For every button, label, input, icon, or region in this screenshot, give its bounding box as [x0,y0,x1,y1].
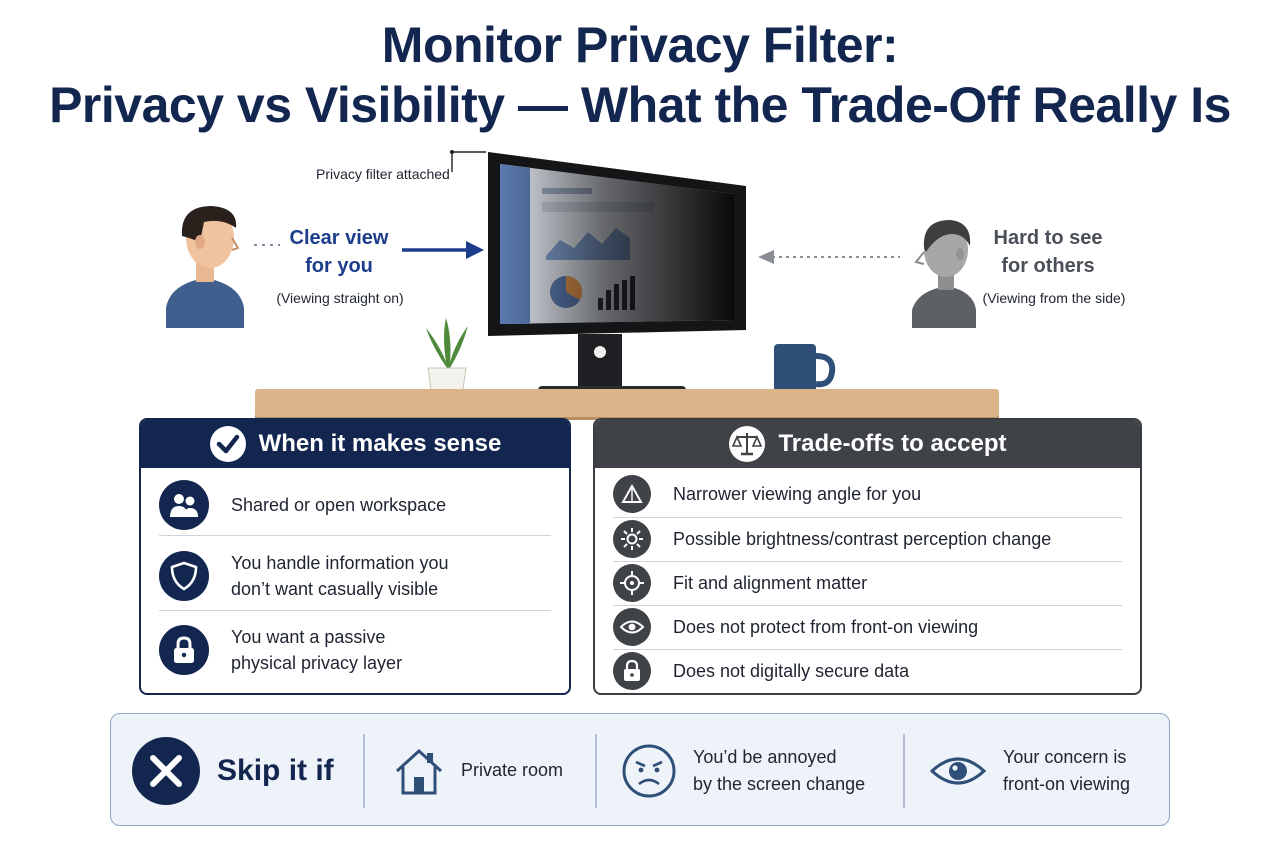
person-side-icon [912,220,976,328]
trade-off-text: Does not protect from front-on viewing [673,617,979,637]
makes-sense-text: You handle information you don’t want ca… [231,553,449,599]
desk [255,389,999,417]
trade-offs-heading: Trade-offs to accept [778,430,1007,457]
row-divider [613,605,1122,606]
skip-item: Private room [393,714,563,827]
people-icon [159,480,209,530]
trade-off-item: Fit and alignment matter [613,563,1122,603]
side-view-arrow-icon [758,250,900,264]
makes-sense-text: Shared or open workspace [231,495,447,515]
person-front-icon [166,206,244,328]
skip-separator [903,734,905,808]
trade-off-item: Does not digitally secure data [613,651,1122,691]
skip-heading-group: Skip it if [131,714,334,827]
plant-icon [426,318,468,397]
annoyed-face-icon [622,744,676,797]
makes-sense-item: Shared or open workspace [159,478,551,532]
makes-sense-text: You want a passive physical privacy laye… [231,627,403,673]
trade-off-item: Does not protect from front-on viewing [613,607,1122,647]
skip-item-text: You’d be annoyed by the screen change [693,746,866,794]
when-it-makes-sense-heading: When it makes sense [258,430,502,457]
skip-it-if-panel: Skip it if Private room You’d be annoyed… [110,713,1170,826]
clear-view-arrow-icon [402,241,484,259]
trade-off-item: Possible brightness/contrast perception … [613,519,1122,559]
coffee-mug-icon [774,344,836,396]
row-divider [613,561,1122,562]
x-circle-icon [132,736,200,805]
makes-sense-item: You handle information you don’t want ca… [159,544,551,608]
trade-off-text: Narrower viewing angle for you [673,484,922,504]
target-icon [613,564,651,602]
privacy-filter-label: Privacy filter attached [316,166,450,182]
viewing-angle-icon [613,475,651,513]
filter-leader-line [450,150,486,172]
skip-item-text: Private room [461,760,564,780]
page-title-line-1: Monitor Privacy Filter: [381,17,899,73]
skip-item-text: Your concern is front-on viewing [1003,746,1131,794]
clear-view-label-line-2: for you [305,255,373,277]
hard-to-see-label-line-2: for others [1001,255,1095,277]
row-divider [159,535,551,536]
balance-scale-icon [729,426,766,462]
trade-off-item: Narrower viewing angle for you [613,474,1122,514]
skip-separator [363,734,365,808]
lock-icon [613,652,651,690]
trade-offs-header: Trade-offs to accept [595,420,1140,468]
hard-to-see-label-line-1: Hard to see [993,227,1103,249]
row-divider [613,517,1122,518]
trade-off-text: Fit and alignment matter [673,573,868,593]
house-icon [395,748,443,794]
eye-icon [929,757,987,784]
clear-view-label-line-1: Clear view [289,227,389,249]
shield-icon [159,551,209,601]
monitor-with-privacy-filter [488,152,746,397]
skip-item: Your concern is front-on viewing [929,714,1130,827]
row-divider [159,610,551,611]
makes-sense-item: You want a passive physical privacy laye… [159,618,551,682]
viewing-side-note: (Viewing from the side) [982,290,1126,306]
when-it-makes-sense-card: When it makes sense Shared or open works… [139,418,571,695]
page-title-line-2: Privacy vs Visibility — What the Trade-O… [49,77,1231,133]
skip-separator [595,734,597,808]
eye-icon [613,608,651,646]
trade-off-text: Possible brightness/contrast perception … [673,529,1052,549]
skip-item: You’d be annoyed by the screen change [621,714,865,827]
skip-heading: Skip it if [217,753,334,787]
row-divider [613,649,1122,650]
brightness-icon [613,520,651,558]
check-circle-icon [209,426,246,462]
trade-off-text: Does not digitally secure data [673,661,910,681]
lock-icon [159,625,209,675]
trade-offs-card: Trade-offs to accept Narrower viewing an… [593,418,1142,695]
viewing-straight-note: (Viewing straight on) [276,290,404,306]
when-it-makes-sense-header: When it makes sense [141,420,569,468]
